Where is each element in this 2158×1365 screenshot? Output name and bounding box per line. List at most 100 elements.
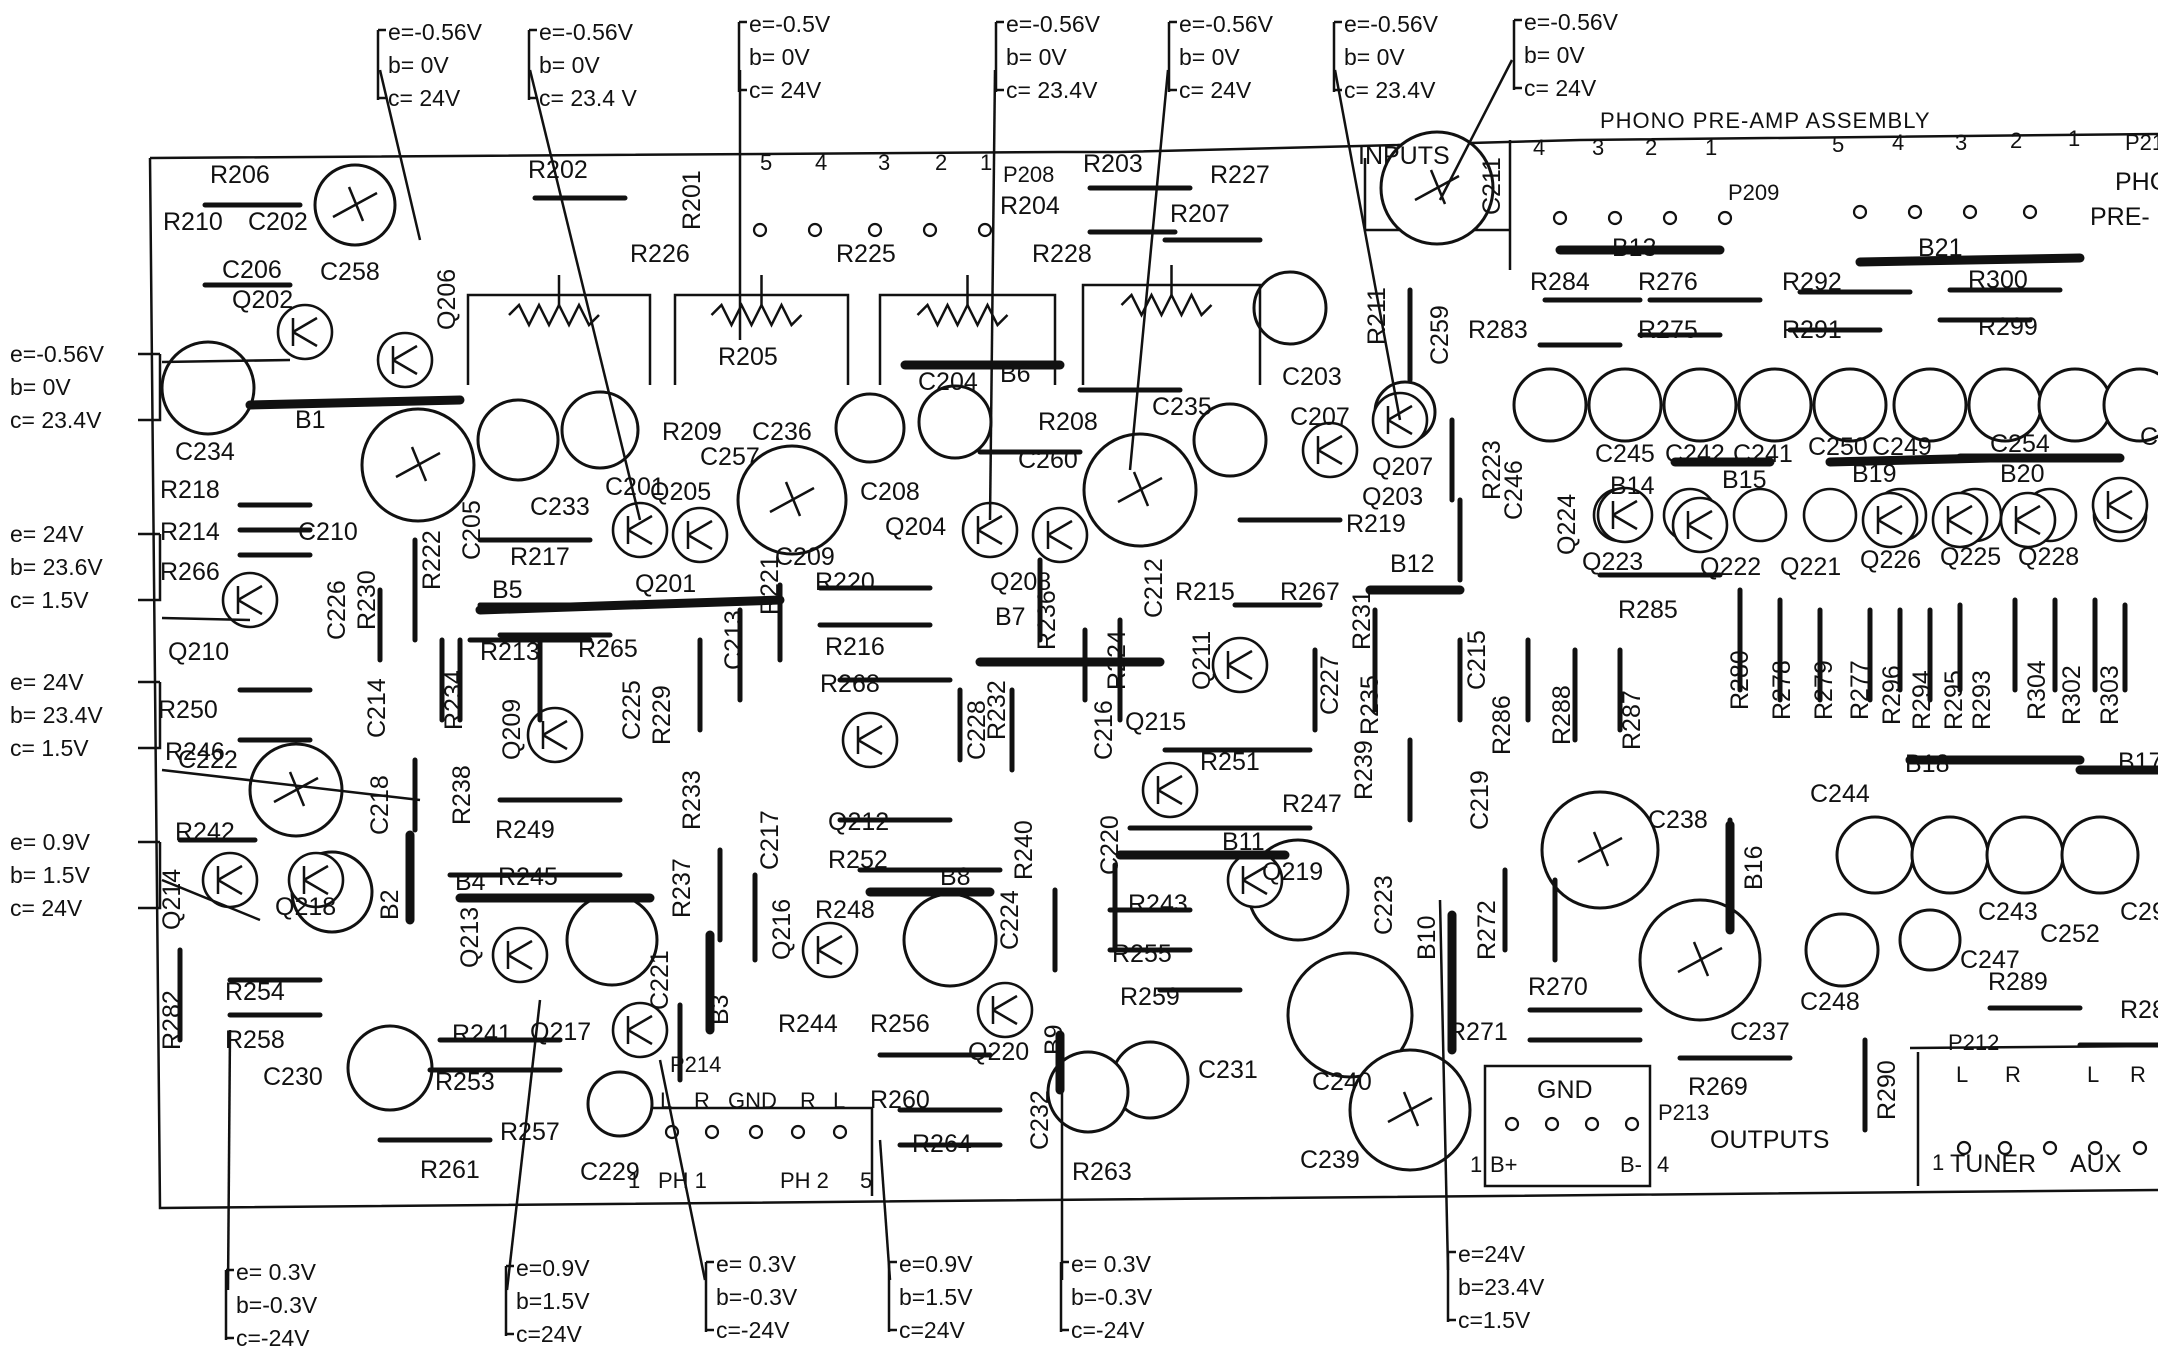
callout-leader-11	[226, 1029, 232, 1291]
callout-b1-e: e= 0.3V	[236, 1259, 317, 1285]
p210-label: P21	[2125, 130, 2158, 155]
capacitor-c203: C203	[1282, 363, 1342, 391]
capacitor-c204: C204	[918, 368, 978, 396]
resistor-r230: R230	[353, 570, 381, 630]
transistor-q213	[491, 926, 549, 984]
callout-l3-c: c= 1.5V	[10, 735, 89, 761]
bus-b14: B14	[1610, 472, 1655, 500]
transistor-row-3	[1802, 487, 1858, 543]
capacitor-c232	[1046, 1050, 1130, 1134]
capacitor-c242: C242	[1665, 440, 1725, 468]
capacitor-c209: C209	[775, 543, 835, 571]
resistor-r225: R225	[836, 240, 896, 268]
resistor-r277: R277	[1846, 660, 1874, 720]
resistor-r294: R294	[1908, 670, 1936, 730]
p213-frame	[1483, 1064, 1652, 1188]
resistor-r276: R276	[1638, 268, 1698, 296]
transistor-symbol-q229	[2106, 489, 2133, 521]
transistor-q228: Q228	[2018, 543, 2079, 571]
callout-b6-e: e=24V	[1458, 1241, 1526, 1267]
capacitor-c228: C228	[963, 700, 991, 760]
capacitor-c204	[917, 384, 993, 460]
capacitor-c237: C237	[1730, 1018, 1790, 1046]
resistor-r234: R234	[440, 670, 468, 730]
p214-label: P214	[670, 1052, 721, 1077]
resistor-r231: R231	[1348, 590, 1376, 650]
resistor-r263: R263	[1072, 1158, 1132, 1186]
capacitor-c258: C258	[320, 258, 380, 286]
resistor-r293: R293	[1968, 670, 1996, 730]
p208-label: P208	[1003, 162, 1054, 187]
capacitor-c227: C227	[1316, 655, 1344, 715]
capacitor-c236: C236	[752, 418, 812, 446]
pot-zigzag-3	[1120, 292, 1213, 318]
p210-pin-5: 5	[1832, 132, 1844, 157]
callout-bracket	[1512, 18, 1522, 90]
callout-b3-e: e= 0.3V	[716, 1251, 797, 1277]
transistor-q205: Q205	[650, 478, 711, 506]
resistor-r282: R282	[158, 990, 186, 1050]
bus-b8: B8	[940, 863, 971, 891]
resistor-r227: R227	[1210, 161, 1270, 189]
transistor-symbol-q223	[1611, 499, 1638, 531]
resistor-r206: R206	[210, 161, 270, 189]
resistor-r213: R213	[480, 638, 540, 666]
resistor-r266: R266	[160, 558, 220, 586]
resistor-r219: R219	[1346, 510, 1406, 538]
transistor-symbol-q213	[506, 939, 533, 971]
capacitor-c229: C229	[580, 1158, 640, 1186]
capacitor-row-mid-0	[1835, 815, 1915, 895]
resistor-r272: R272	[1473, 900, 1501, 960]
transistor-q213: Q213	[456, 907, 484, 968]
transistor-q207: Q207	[1372, 453, 1433, 481]
transistor-q228	[1999, 491, 2057, 549]
callout-t7-b: b= 0V	[1524, 42, 1585, 68]
resistor-r216: R216	[825, 633, 885, 661]
connector-hole-12	[2022, 204, 2038, 220]
resistor-r264: R264	[912, 1130, 972, 1158]
bus-b1: B1	[295, 406, 326, 434]
transistor-q202	[276, 303, 334, 361]
callout-t5-b: b= 0V	[1179, 44, 1240, 70]
capacitor-c231: C231	[1198, 1056, 1258, 1084]
transistor-symbol-q215	[1156, 774, 1183, 806]
pot-zigzag-1	[710, 302, 803, 328]
transistor-symbol-q212	[856, 724, 883, 756]
transistor-q209	[526, 706, 584, 764]
callout-t5-e: e=-0.56V	[1179, 11, 1274, 37]
transistor-q216	[801, 921, 859, 979]
callout-b5-c: c=-24V	[1071, 1317, 1145, 1343]
callout-t7-c: c= 24V	[1524, 75, 1597, 101]
phono-edge-label: PHC	[2115, 168, 2158, 196]
resistor-r244: R244	[778, 1010, 838, 1038]
resistor-r218: R218	[160, 476, 220, 504]
transistor-q225: Q225	[1940, 543, 2001, 571]
callout-l2-e: e= 24V	[10, 521, 84, 547]
capacitor-c212: C212	[1140, 558, 1168, 618]
callout-b5-e: e= 0.3V	[1071, 1251, 1152, 1277]
callout-bracket	[138, 352, 162, 422]
callout-b6-c: c=1.5V	[1458, 1307, 1531, 1333]
capacitor-row-mid-3	[2060, 815, 2140, 895]
trimmer-mark-5	[1677, 941, 1723, 977]
callout-l1-c: c= 23.4V	[10, 407, 102, 433]
transistor-q223: Q223	[1582, 548, 1643, 576]
callout-b2-e: e=0.9V	[516, 1255, 590, 1281]
callout-t4-b: b= 0V	[1006, 44, 1067, 70]
voltage-callout-b1: e= 0.3Vb=-0.3Vc=-24V	[224, 1259, 318, 1351]
resistor-r280: R280	[1726, 650, 1754, 710]
voltage-callout-t3: e=-0.5Vb= 0Vc= 24V	[737, 11, 831, 103]
callout-l4-e: e= 0.9V	[10, 829, 91, 855]
resistor-r210: R210	[163, 208, 223, 236]
capacitor-c208	[834, 392, 906, 464]
transistor-q220	[976, 981, 1034, 1039]
resistor-r254: R254	[225, 978, 285, 1006]
connector-hole-8	[1717, 210, 1733, 226]
connector-hole-14	[704, 1124, 720, 1140]
capacitor-c210: C210	[298, 518, 358, 546]
p214-end-1: 1	[628, 1168, 640, 1193]
p213-end-1: 1	[1470, 1152, 1482, 1177]
